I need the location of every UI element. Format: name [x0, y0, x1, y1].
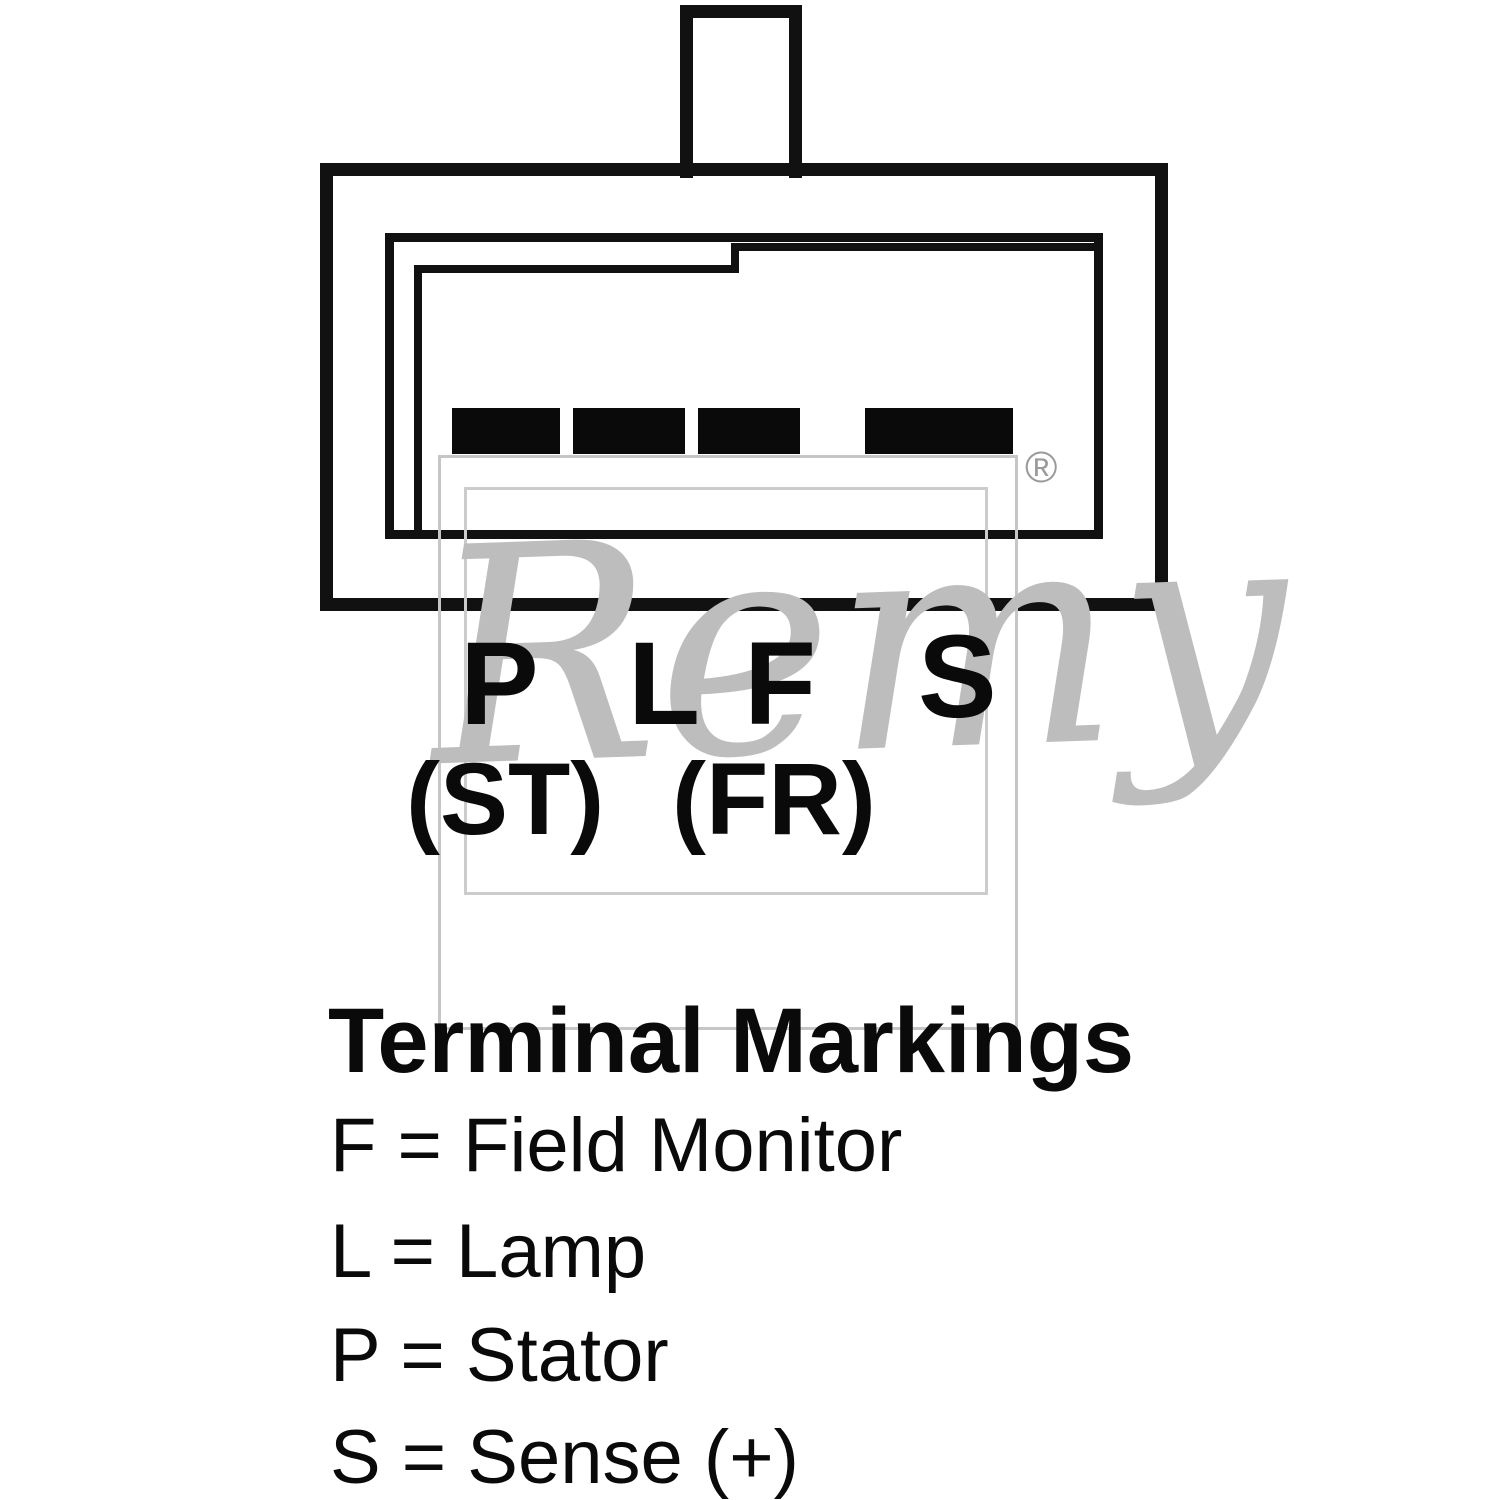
legend-item-lamp: L = Lamp	[330, 1209, 647, 1294]
registered-trademark-icon: ®	[1025, 443, 1058, 492]
legend-item-field-monitor: F = Field Monitor	[330, 1103, 903, 1188]
terminal-sublabel-fr: (FR)	[672, 742, 876, 856]
legend-title: Terminal Markings	[328, 990, 1135, 1092]
terminal-pin-f	[698, 408, 800, 454]
connector-body-outline	[320, 163, 1168, 611]
terminal-label-l: L	[628, 618, 701, 750]
terminal-pin-s	[865, 408, 1013, 454]
legend-item-sense: S = Sense (+)	[330, 1415, 799, 1500]
terminal-label-p: P	[460, 618, 539, 750]
legend-item-stator: P = Stator	[330, 1313, 669, 1398]
terminal-sublabel-st: (ST)	[406, 742, 605, 856]
terminal-pin-p	[452, 408, 560, 454]
watermark-frame-inner	[464, 487, 988, 895]
terminal-pin-l	[573, 408, 685, 454]
connector-keyway-outline	[414, 243, 1094, 531]
terminal-label-s: S	[918, 611, 997, 743]
terminal-label-f: F	[744, 618, 817, 750]
watermark-frame-outer	[438, 455, 1018, 1030]
connector-tab	[680, 5, 802, 178]
